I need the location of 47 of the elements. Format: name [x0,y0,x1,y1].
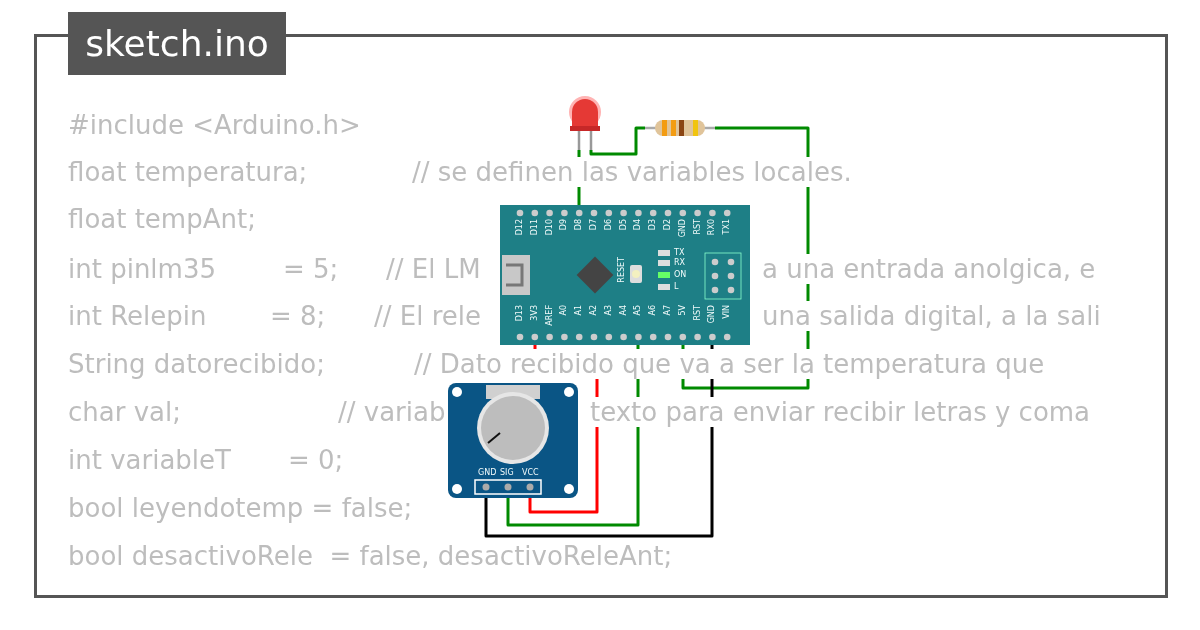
pin-label: AREF [545,305,554,326]
pin-label: D8 [575,219,584,231]
pin-label: VCC [522,469,539,477]
pin-label: D12 [516,219,524,236]
microcontroller-board-drawing [500,205,750,345]
wire [589,126,645,156]
pin-label: D11 [530,219,539,236]
pin-label: D3 [649,219,658,231]
code-comment: // se definen las variables locales. [412,157,852,187]
pin-label: 5V [678,305,687,316]
pin-label: D4 [634,219,643,231]
pin-label: RST [693,219,702,235]
pin-label: RESET [618,257,626,283]
pin-label: D6 [604,219,613,231]
pin-label: D10 [545,219,554,236]
pin-label: GND [478,469,497,477]
pin-label: 3V3 [530,305,539,321]
file-tab: sketch.ino [68,12,286,75]
pin-label: A2 [590,305,598,316]
pin-label: A5 [634,305,643,316]
potentiometer-module-drawing [448,383,578,498]
pin-label: A7 [664,305,672,316]
pin-label: D13 [516,305,524,322]
pin-label: L [674,283,679,291]
pin-label: VIN [723,305,732,319]
pin-label: RST [693,305,702,321]
pin-label: D2 [664,219,672,231]
pin-label: A0 [560,305,569,316]
pin-label: A1 [575,305,584,316]
pin-label: SIG [500,469,514,477]
pin-label: RX0 [708,219,717,236]
pin-label: A3 [604,305,613,316]
led-drawing [567,94,603,150]
pin-label: D5 [619,219,628,231]
pin-label: TX [674,249,685,257]
pin-label: A4 [619,305,628,316]
pin-label: D9 [560,219,569,231]
wire [484,343,714,538]
pin-label: ON [674,271,687,279]
pin-label: A6 [649,305,658,316]
code-comment: // Dato recibido que va a ser la temperatura que [414,349,1045,379]
pin-label: GND [708,305,717,324]
pin-label: TX1 [723,219,732,235]
pin-label: GND [678,219,687,238]
pin-label: RX [674,259,686,267]
pin-label: D7 [590,219,598,231]
resistor-drawing [645,119,715,137]
